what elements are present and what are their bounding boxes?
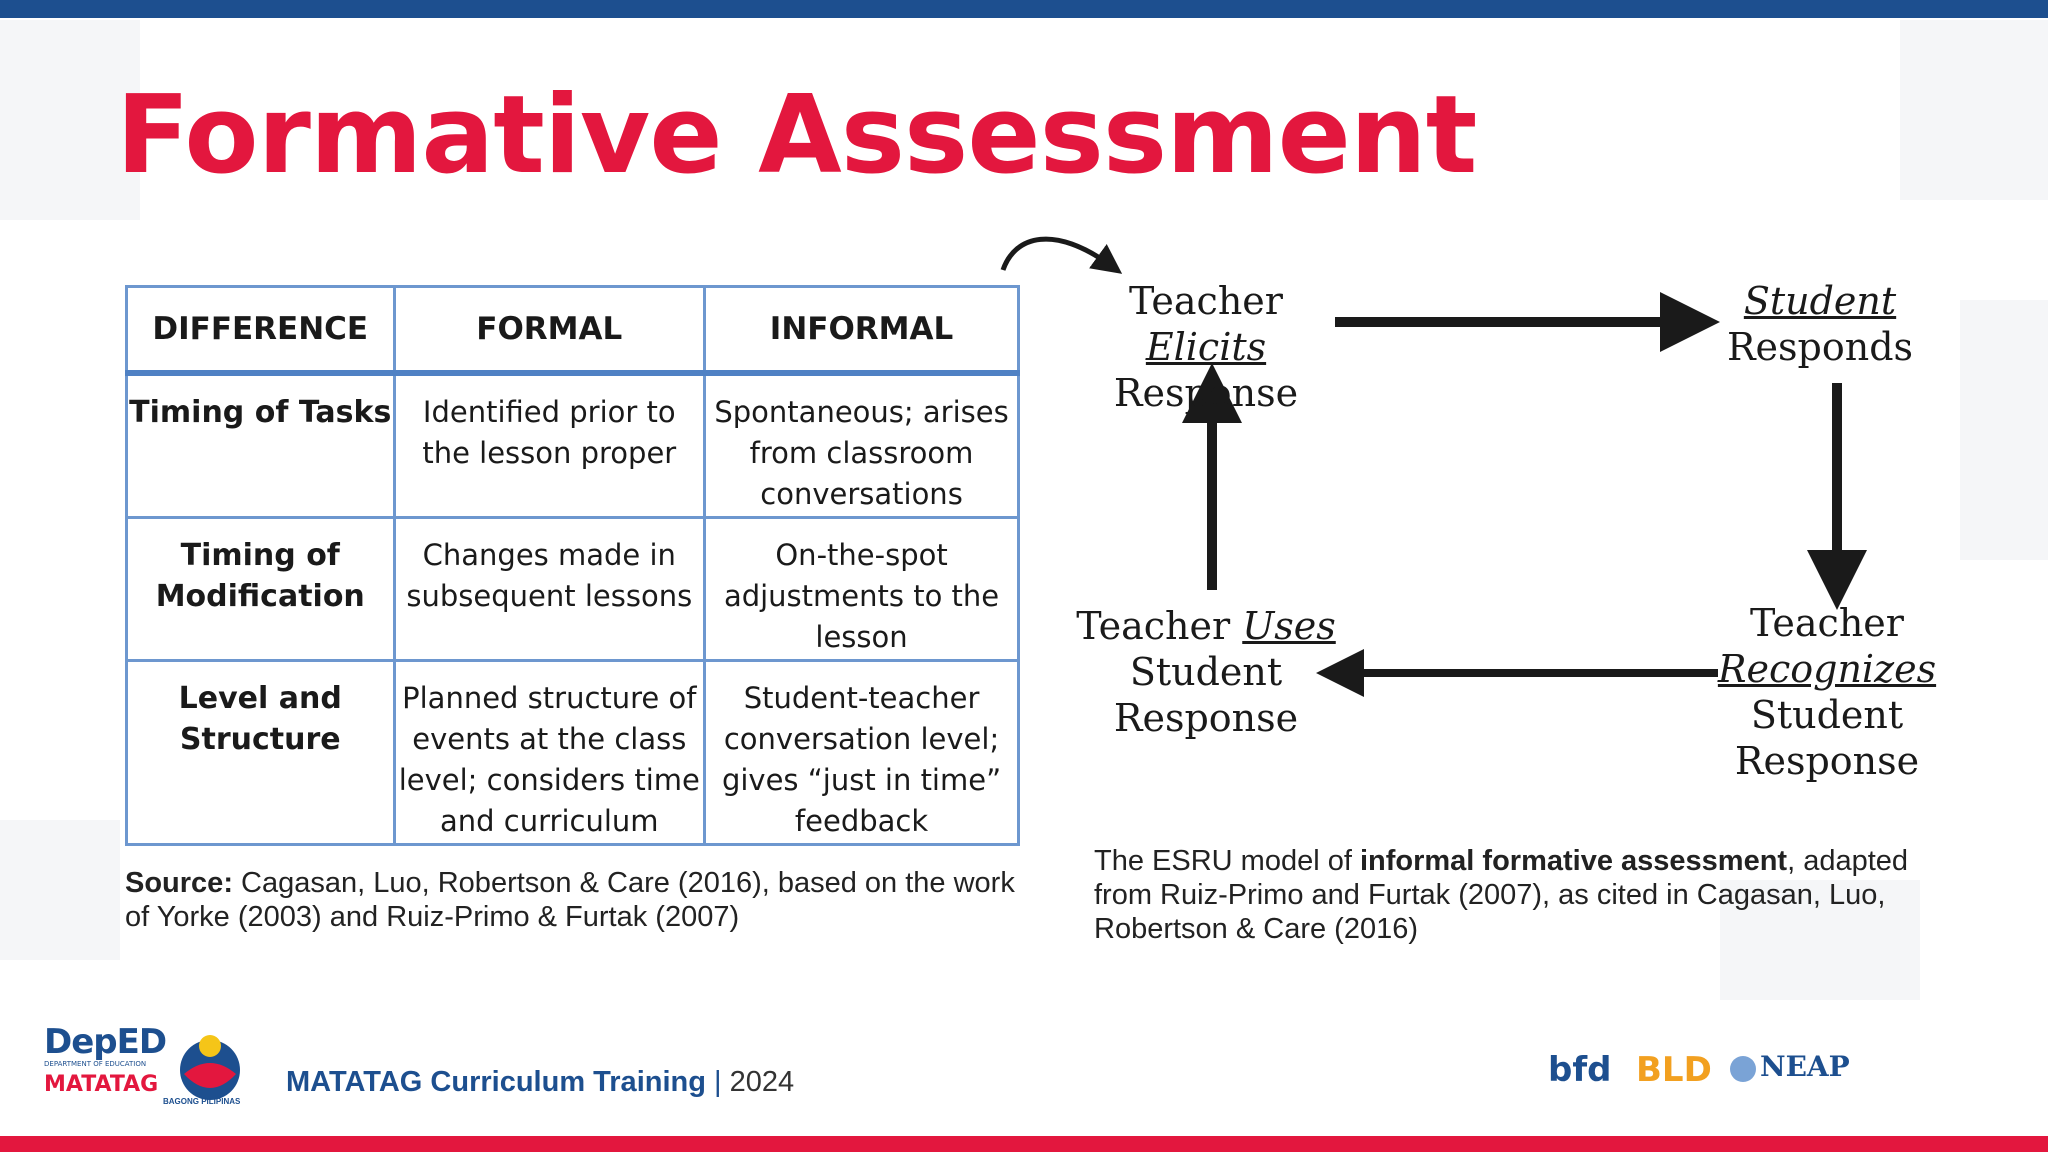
neap-logo: NEAP (1730, 1050, 1850, 1083)
training-label: MATATAG Curriculum Training | 2024 (286, 1066, 794, 1099)
bagong-pilipinas-seal-icon (180, 1035, 240, 1100)
diagram-caption: The ESRU model of informal formative ass… (1094, 844, 1974, 946)
row-label: Level and Structure (125, 659, 396, 846)
node-text: Teacher (1750, 601, 1904, 645)
bottom-accent-bar (0, 1136, 2048, 1152)
caption-text: , adapted from Ruiz-Primo and Furtak (20… (1094, 845, 1909, 945)
row-label: Timing of Modification (125, 516, 396, 662)
formal-cell: Identified prior to the lesson proper (392, 371, 707, 519)
row-label: Timing of Tasks (125, 371, 396, 519)
node-emphasis: Uses (1242, 604, 1336, 648)
deped-wordmark: DepED (44, 1022, 167, 1062)
header-formal: FORMAL (392, 285, 707, 376)
table-row: Level and Structure Planned structure of… (125, 659, 1020, 846)
bagong-pilipinas-text: BAGONG PILIPINAS (163, 1097, 241, 1106)
node-text: Response (1113, 371, 1299, 415)
node-text: Responds (1726, 325, 1914, 369)
table-row: Timing of Tasks Identified prior to the … (125, 371, 1020, 519)
node-text: Response (1113, 696, 1299, 740)
training-title: MATATAG Curriculum Training (286, 1066, 706, 1098)
slide-title: Formative Assessment (116, 73, 1477, 198)
neap-wordmark: NEAP (1760, 1050, 1850, 1083)
header-informal: INFORMAL (703, 285, 1020, 376)
informal-cell: Spontaneous; arises from classroom conve… (703, 371, 1020, 519)
node-emphasis: Elicits (1145, 325, 1267, 369)
matatag-wordmark: MATATAG (44, 1072, 159, 1097)
node-teacher-elicits: Teacher Elicits Response (1076, 278, 1336, 416)
informal-cell: On-the-spot adjustments to the lesson (703, 516, 1020, 662)
comparison-table: DIFFERENCE FORMAL INFORMAL Timing of Tas… (125, 285, 1020, 846)
deped-subtitle: DEPARTMENT OF EDUCATION (44, 1060, 147, 1068)
curved-arrow (1000, 236, 1123, 274)
node-text: Teacher (1129, 279, 1283, 323)
esru-diagram (1000, 236, 1867, 697)
training-year: 2024 (729, 1066, 795, 1098)
node-text: Teacher (1076, 604, 1243, 648)
bld-logo: BLD (1636, 1050, 1712, 1090)
header-difference: DIFFERENCE (125, 285, 396, 376)
node-text: Response (1734, 739, 1920, 783)
formal-cell: Planned structure of events at the class… (392, 659, 707, 846)
informal-cell: Student-teacher conversation level; give… (703, 659, 1020, 846)
formal-cell: Changes made in subsequent lessons (392, 516, 707, 662)
node-emphasis: Student (1743, 279, 1897, 323)
caption-text: The ESRU model of (1094, 845, 1360, 877)
node-text: Student (1750, 693, 1904, 737)
source-text: Cagasan, Luo, Robertson & Care (2016), b… (125, 867, 1015, 933)
source-label: Source: (125, 867, 233, 899)
table-source: Source: Cagasan, Luo, Robertson & Care (… (125, 866, 1025, 934)
training-separator: | (714, 1066, 722, 1098)
neap-globe-icon (1730, 1055, 1756, 1082)
node-text: Student (1129, 650, 1283, 694)
bfd-logo: bfd (1548, 1050, 1612, 1090)
caption-bold: informal formative assessment (1359, 845, 1788, 877)
node-teacher-uses: Teacher Uses Student Response (1076, 603, 1336, 741)
node-emphasis: Recognizes (1717, 647, 1937, 691)
table-row: Timing of Modification Changes made in s… (125, 516, 1020, 662)
node-teacher-recognizes: Teacher Recognizes Student Response (1712, 600, 1942, 784)
top-accent-bar (0, 0, 2048, 18)
table-header-row: DIFFERENCE FORMAL INFORMAL (125, 285, 1020, 376)
deped-logo: DepED DEPARTMENT OF EDUCATION MATATAG (44, 1022, 167, 1097)
node-student-responds: Student Responds (1720, 278, 1920, 370)
